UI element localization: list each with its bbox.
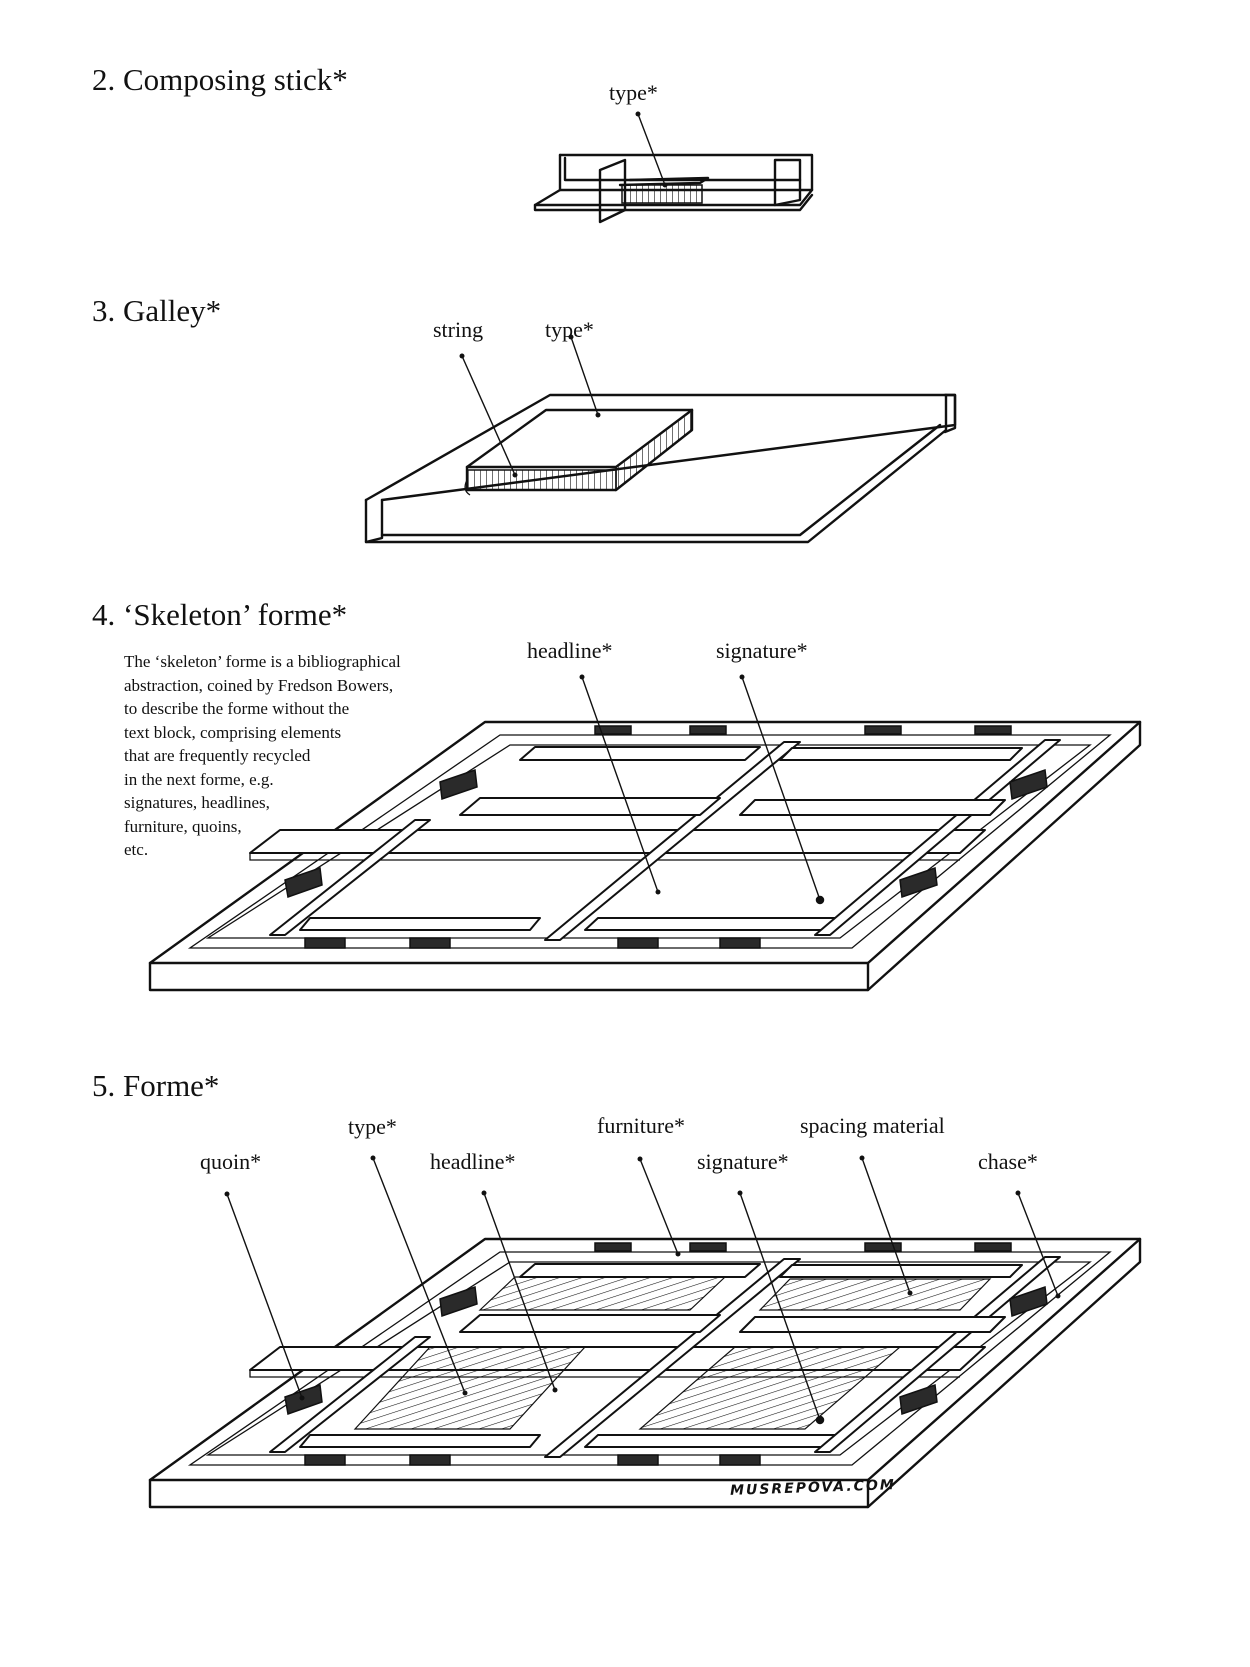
forme-drawing	[150, 1239, 1140, 1507]
composing-stick-drawing	[535, 112, 812, 223]
galley-drawing	[366, 335, 955, 543]
skeleton-forme-drawing	[150, 675, 1140, 991]
